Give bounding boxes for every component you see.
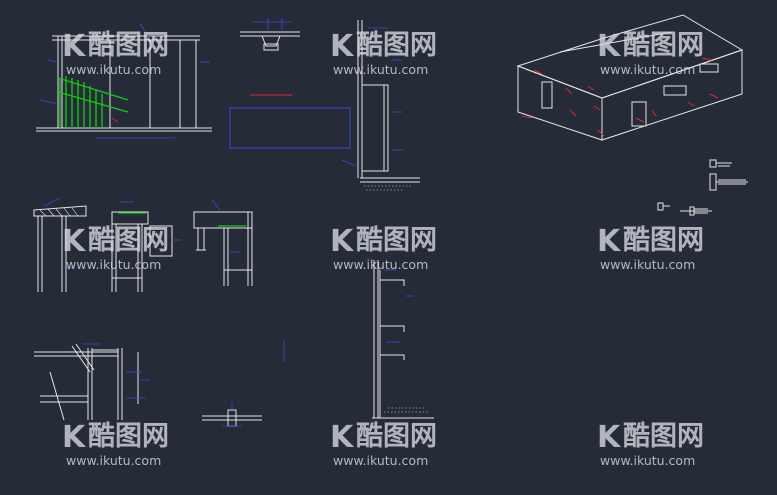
svg-text:K: K bbox=[597, 420, 622, 455]
foundation-section-detail bbox=[341, 20, 420, 191]
svg-text:K: K bbox=[597, 29, 622, 64]
svg-text:酷图网: 酷图网 bbox=[356, 30, 437, 61]
watermark: K 酷图网 www.ikutu.com bbox=[597, 224, 704, 272]
rivet-icon bbox=[657, 202, 670, 211]
svg-text:酷图网: 酷图网 bbox=[356, 421, 437, 452]
svg-text:www.ikutu.com: www.ikutu.com bbox=[600, 257, 695, 272]
watermark: K 酷图网 www.ikutu.com bbox=[597, 29, 704, 77]
panel-joint-detail bbox=[202, 402, 262, 427]
screw-icon bbox=[709, 159, 732, 168]
svg-text:K: K bbox=[330, 29, 355, 64]
svg-text:酷图网: 酷图网 bbox=[356, 225, 437, 256]
green-stair-braces bbox=[57, 76, 129, 128]
svg-text:酷图网: 酷图网 bbox=[88, 225, 169, 256]
watermark: K 酷图网 www.ikutu.com bbox=[330, 29, 437, 77]
svg-text:www.ikutu.com: www.ikutu.com bbox=[333, 62, 428, 77]
svg-text:K: K bbox=[62, 224, 87, 259]
purlin-section-detail bbox=[240, 18, 300, 51]
watermark-layer: K 酷图网 www.ikutu.com K 酷图网 www.ikutu.com … bbox=[62, 29, 704, 468]
svg-text:酷图网: 酷图网 bbox=[623, 225, 704, 256]
isometric-building-view bbox=[516, 14, 744, 141]
watermark: K 酷图网 www.ikutu.com bbox=[330, 224, 437, 272]
wall-section-brackets bbox=[283, 260, 434, 419]
self-drilling-screw-icon bbox=[709, 173, 748, 191]
svg-text:酷图网: 酷图网 bbox=[623, 30, 704, 61]
eave-details bbox=[33, 197, 253, 292]
svg-text:www.ikutu.com: www.ikutu.com bbox=[333, 257, 428, 272]
blind-rivet-icon bbox=[680, 206, 712, 216]
watermark: K 酷图网 www.ikutu.com bbox=[62, 224, 169, 272]
svg-text:K: K bbox=[330, 420, 355, 455]
red-callout-marks bbox=[521, 57, 719, 137]
svg-text:www.ikutu.com: www.ikutu.com bbox=[600, 62, 695, 77]
svg-text:www.ikutu.com: www.ikutu.com bbox=[333, 453, 428, 468]
wall-elevation-detail bbox=[36, 23, 212, 139]
watermark: K 酷图网 www.ikutu.com bbox=[62, 420, 169, 468]
watermark: K 酷图网 www.ikutu.com bbox=[62, 29, 169, 77]
watermark: K 酷图网 www.ikutu.com bbox=[597, 420, 704, 468]
svg-text:酷图网: 酷图网 bbox=[88, 30, 169, 61]
svg-text:K: K bbox=[330, 224, 355, 259]
plan-callout-box bbox=[229, 94, 351, 149]
svg-text:www.ikutu.com: www.ikutu.com bbox=[66, 257, 161, 272]
svg-text:酷图网: 酷图网 bbox=[623, 421, 704, 452]
svg-text:K: K bbox=[597, 224, 622, 259]
svg-text:酷图网: 酷图网 bbox=[88, 421, 169, 452]
watermark: K 酷图网 www.ikutu.com bbox=[330, 420, 437, 468]
roof-junction-detail bbox=[34, 343, 150, 421]
svg-text:www.ikutu.com: www.ikutu.com bbox=[66, 453, 161, 468]
svg-text:www.ikutu.com: www.ikutu.com bbox=[66, 62, 161, 77]
svg-text:www.ikutu.com: www.ikutu.com bbox=[600, 453, 695, 468]
svg-text:K: K bbox=[62, 29, 87, 64]
svg-text:K: K bbox=[62, 420, 87, 455]
